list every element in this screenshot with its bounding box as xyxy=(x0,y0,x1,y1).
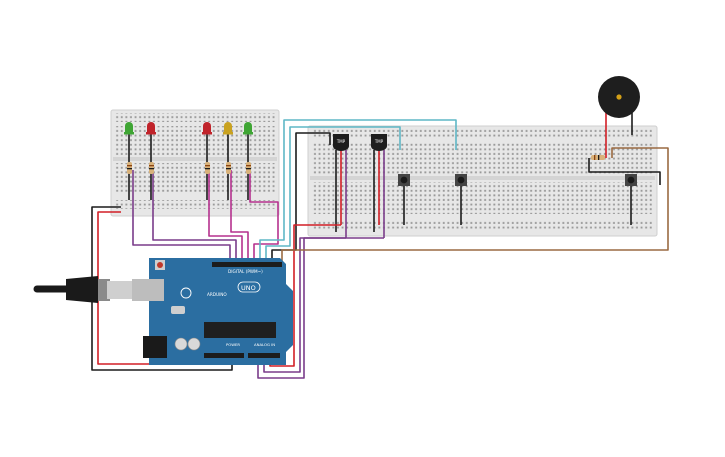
atmega-chip xyxy=(204,322,276,338)
resistor[interactable] xyxy=(149,162,154,174)
power-rail-top xyxy=(312,129,653,138)
usb-port xyxy=(132,279,164,301)
reset-button-cap[interactable] xyxy=(157,262,163,268)
analog-header-label: ANALOG IN xyxy=(254,342,275,347)
arduino-uno-board[interactable]: DIGITAL (PWM~) ARDUINO UNO POWER ANALOG … xyxy=(132,258,293,365)
led[interactable] xyxy=(124,122,134,135)
digital-header xyxy=(212,262,282,267)
breadboard-large[interactable] xyxy=(307,125,658,237)
center-channel xyxy=(310,176,655,180)
resistor[interactable] xyxy=(591,155,605,160)
model-label: UNO xyxy=(241,284,256,292)
power-rail-bottom xyxy=(312,220,653,229)
temperature-sensor[interactable]: TMP xyxy=(333,134,349,151)
pushbutton[interactable] xyxy=(455,174,467,186)
center-channel xyxy=(113,157,277,161)
led-rim xyxy=(243,132,253,135)
led[interactable] xyxy=(223,122,233,135)
wire-black[interactable] xyxy=(91,206,233,371)
temperature-sensor[interactable]: TMP xyxy=(371,134,387,151)
led-group xyxy=(124,122,253,135)
wire-cyan[interactable] xyxy=(265,126,401,262)
led[interactable] xyxy=(243,122,253,135)
led-body xyxy=(244,122,252,134)
arduino-logo xyxy=(180,287,192,299)
analog-header xyxy=(248,353,280,358)
led-rim xyxy=(202,132,212,135)
resistor[interactable] xyxy=(226,162,231,174)
terminal-strip-bottom xyxy=(312,182,653,214)
resistor-group xyxy=(127,155,605,174)
led[interactable] xyxy=(146,122,156,135)
pushbutton[interactable] xyxy=(398,174,410,186)
breadboard-small[interactable] xyxy=(110,109,280,217)
led-body xyxy=(147,122,155,134)
wire-purple[interactable] xyxy=(132,170,231,262)
power-jack xyxy=(143,336,167,358)
resistor[interactable] xyxy=(205,162,210,174)
digital-header-label: DIGITAL (PWM~) xyxy=(228,269,263,274)
led[interactable] xyxy=(202,122,212,135)
power-header xyxy=(204,353,244,358)
led-body xyxy=(203,122,211,134)
power-header-label: POWER xyxy=(226,342,240,347)
sensor-label: TMP xyxy=(336,139,346,144)
capacitor xyxy=(174,337,188,351)
capacitor xyxy=(187,337,201,351)
led-body xyxy=(224,122,232,134)
led-rim xyxy=(146,132,156,135)
wire-brown[interactable] xyxy=(281,147,669,262)
wire-magenta[interactable] xyxy=(208,170,243,262)
resistor[interactable] xyxy=(127,162,132,174)
piezo-buzzer[interactable] xyxy=(598,76,640,118)
wire-black[interactable] xyxy=(271,132,331,262)
brand-label: ARDUINO xyxy=(207,292,227,297)
led-rim xyxy=(223,132,233,135)
pushbutton[interactable] xyxy=(625,174,637,186)
power-rail-bottom xyxy=(115,200,275,209)
wire-magenta[interactable] xyxy=(230,170,249,262)
led-body xyxy=(125,122,133,134)
wire-magenta[interactable] xyxy=(249,170,279,262)
wire-black[interactable] xyxy=(588,158,661,185)
led-rim xyxy=(124,132,134,135)
power-rail-top xyxy=(115,113,275,122)
resistor[interactable] xyxy=(246,162,251,174)
wire-purple[interactable] xyxy=(257,237,384,379)
sensor-label: TMP xyxy=(374,139,384,144)
wire-cyan[interactable] xyxy=(259,119,457,262)
usb-cable[interactable] xyxy=(33,276,132,303)
crystal xyxy=(171,306,185,314)
wire-purple[interactable] xyxy=(152,170,237,262)
